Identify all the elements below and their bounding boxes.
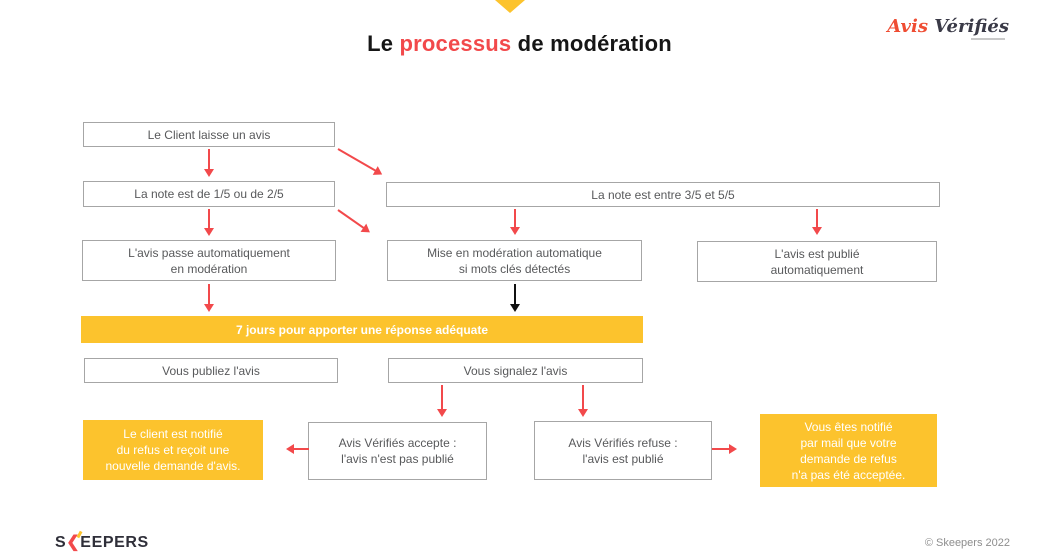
node-label: Le client est notifié du refus et reçoit… <box>105 427 241 473</box>
node-label: La note est entre 3/5 et 5/5 <box>591 187 735 202</box>
node-label: 7 jours pour apporter une réponse adéqua… <box>235 322 489 337</box>
node-av-accepts: Avis Vérifiés accepte : l'avis n'est pas… <box>308 422 487 480</box>
avis-verifies-logo-word1: Avis <box>887 16 928 37</box>
node-label: Avis Vérifiés accepte : l'avis n'est pas… <box>338 436 457 466</box>
node-keyword-moderation: Mise en modération automatique si mots c… <box>387 240 642 281</box>
title-suffix: de modération <box>511 31 672 56</box>
edge-low-rating-to-auto-moderation-arrow-icon <box>204 209 214 236</box>
node-publish-review: Vous publiez l'avis <box>84 358 338 383</box>
node-auto-publish: L'avis est publié automatiquement <box>697 241 937 282</box>
node-label: L'avis est publié automatiquement <box>770 246 864 277</box>
node-seven-days-banner: 7 jours pour apporter une réponse adéqua… <box>81 316 643 343</box>
node-high-rating: La note est entre 3/5 et 5/5 <box>386 182 940 207</box>
node-label: Vous signalez l'avis <box>463 363 568 378</box>
node-label: Vous êtes notifié par mail que votre dem… <box>791 419 906 482</box>
title-prefix: Le <box>367 31 400 56</box>
node-label: La note est de 1/5 ou de 2/5 <box>134 187 284 201</box>
edge-client-review-to-high-rating-arrow-icon <box>337 148 377 172</box>
avis-verifies-logo-word2: Vérifiés <box>934 16 1009 37</box>
avis-verifies-logo-tagline <box>971 38 1005 40</box>
node-label: Avis Vérifiés refuse : l'avis est publié <box>568 435 678 466</box>
skeepers-logo: S❮EEPERS <box>55 532 149 552</box>
edge-keyword-moderation-to-seven-days-arrow-icon <box>510 284 520 312</box>
edge-high-rating-to-auto-publish-arrow-icon <box>812 209 822 235</box>
node-label: Mise en modération automatique si mots c… <box>427 245 602 276</box>
edge-av-refuses-to-you-notified-arrow-icon <box>712 444 737 454</box>
node-client-review: Le Client laisse un avis <box>83 122 335 147</box>
edge-auto-moderation-to-seven-days-arrow-icon <box>204 284 214 312</box>
node-report-review: Vous signalez l'avis <box>388 358 643 383</box>
node-client-notified: Le client est notifié du refus et reçoit… <box>83 420 263 480</box>
node-you-notified: Vous êtes notifié par mail que votre dem… <box>760 414 937 487</box>
node-low-rating: La note est de 1/5 ou de 2/5 <box>83 181 335 207</box>
edge-av-accepts-to-client-notified-arrow-icon <box>286 444 309 454</box>
title-highlight: processus <box>399 31 512 56</box>
node-label: L'avis passe automatiquement en modérati… <box>128 245 290 276</box>
skeepers-logo-prefix: S <box>55 534 67 551</box>
skeepers-k-chevron-icon: ❮ <box>66 534 81 551</box>
node-label: Le Client laisse un avis <box>147 127 271 142</box>
edge-high-rating-to-keyword-moderation-arrow-icon <box>510 209 520 235</box>
slide-accent-triangle-icon <box>495 0 525 13</box>
copyright-text: © Skeepers 2022 <box>924 537 1010 549</box>
edge-client-review-to-low-rating-arrow-icon <box>204 149 214 177</box>
skeepers-logo-suffix: EEPERS <box>80 534 149 551</box>
node-label: Vous publiez l'avis <box>162 363 260 378</box>
edge-low-rating-to-keyword-moderation-arrow-icon <box>337 209 365 230</box>
node-auto-moderation: L'avis passe automatiquement en modérati… <box>82 240 336 281</box>
edge-report-review-to-av-refuses-arrow-icon <box>578 385 588 417</box>
avis-verifies-logo: Avis Vérifiés <box>887 16 1009 40</box>
page-title: Le processus de modération <box>0 31 1039 57</box>
edge-report-review-to-av-accepts-arrow-icon <box>437 385 447 417</box>
node-av-refuses: Avis Vérifiés refuse : l'avis est publié <box>534 421 712 480</box>
